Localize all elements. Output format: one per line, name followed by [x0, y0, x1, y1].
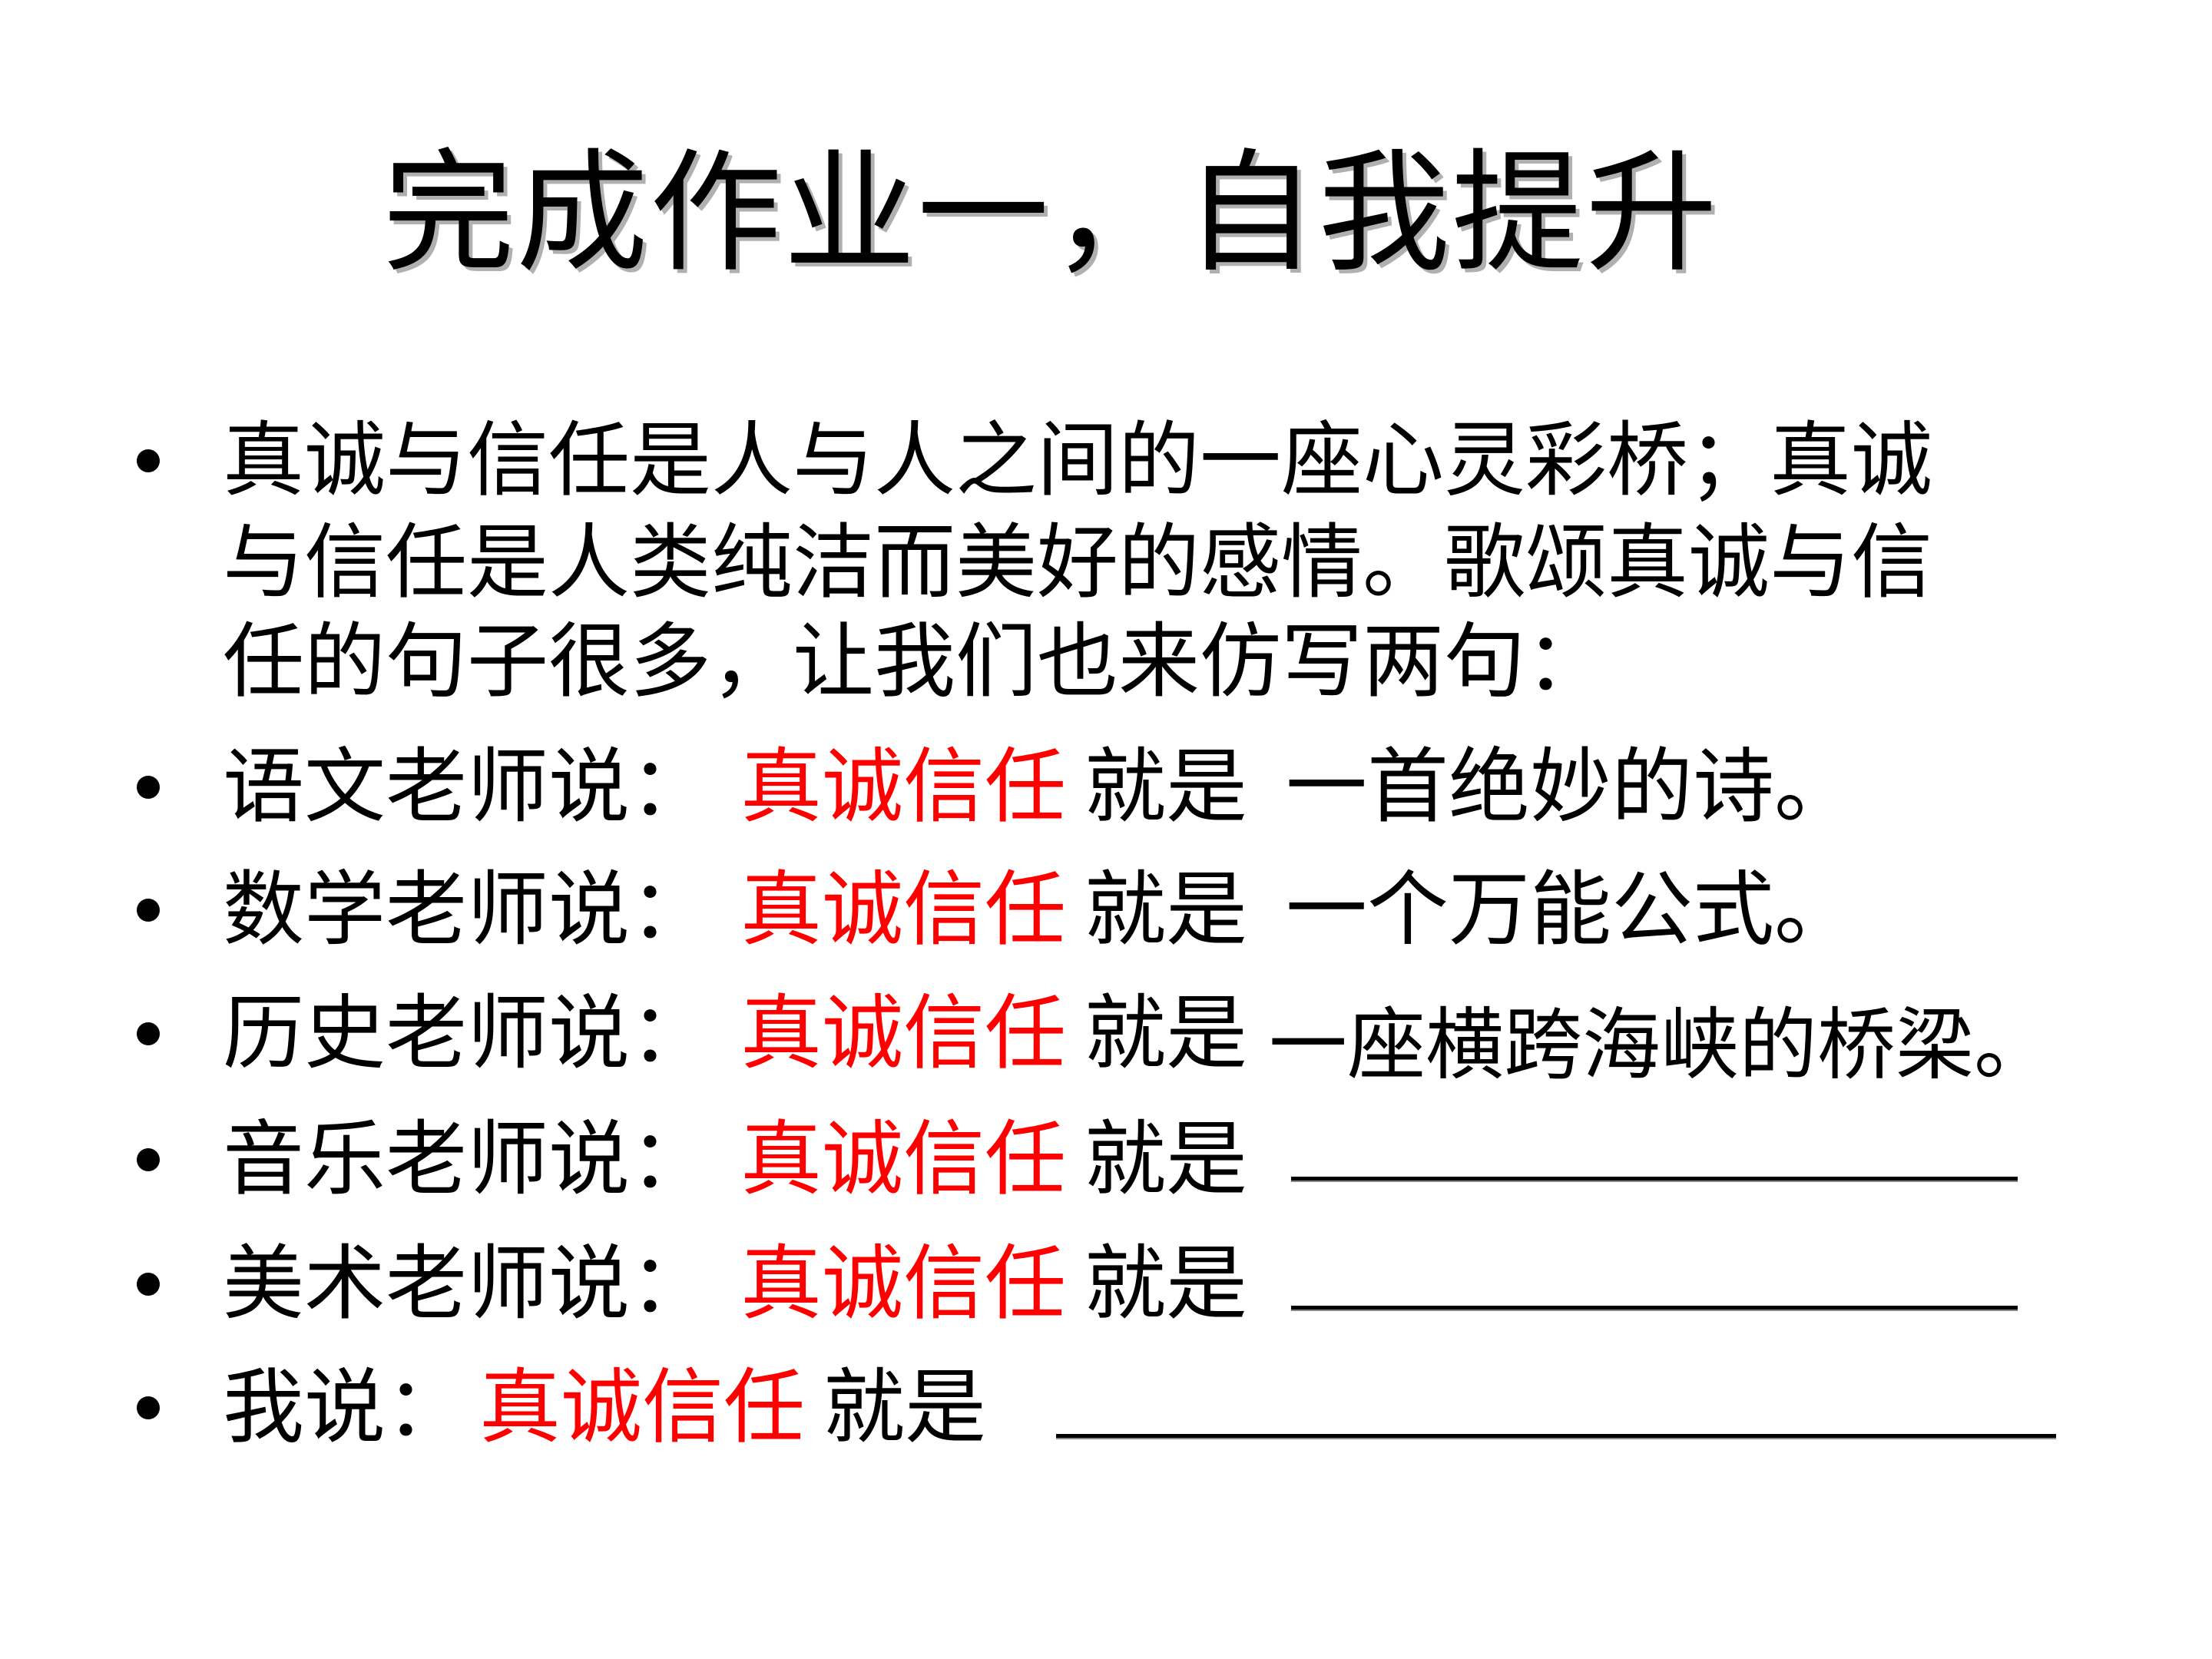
bullet-icon: [137, 1148, 160, 1171]
verb-label: 就是: [823, 1360, 986, 1455]
completion-text: 一首绝妙的诗。: [1286, 740, 1856, 834]
fill-in-blank: [1291, 1177, 2018, 1182]
fill-in-blank: [1056, 1434, 2056, 1439]
bullet-icon: [137, 449, 160, 472]
completion-text: 一个万能公式。: [1286, 863, 1856, 957]
bullet-icon: [137, 1273, 160, 1296]
intro-line-3: 任的句子很多，让我们也来仿写两句：: [223, 614, 1607, 709]
keyword-highlight: 真诚信任: [740, 740, 1066, 834]
speaker-label: 我说：: [223, 1360, 467, 1455]
verb-label: 就是: [1084, 863, 1247, 957]
verb-label: 就是: [1084, 740, 1247, 834]
verb-label: 就是: [1084, 1237, 1247, 1331]
speaker-label: 数学老师说：: [223, 863, 711, 957]
verb-label: 就是: [1084, 1112, 1247, 1207]
verb-label: 就是: [1084, 986, 1247, 1081]
fill-in-blank: [1291, 1306, 2018, 1311]
intro-line-1: 真诚与信任是人与人之间的一座心灵彩桥；真诚: [223, 413, 1932, 508]
speaker-label: 语文老师说：: [223, 740, 711, 834]
keyword-highlight: 真诚信任: [740, 1237, 1066, 1331]
completion-text: 一座横跨海峡的桥梁。: [1269, 1000, 2052, 1091]
bullet-icon: [137, 899, 160, 922]
bullet-icon: [137, 1396, 160, 1419]
bullet-icon: [137, 776, 160, 799]
bullet-icon: [137, 1022, 160, 1045]
keyword-highlight: 真诚信任: [740, 1112, 1066, 1207]
speaker-label: 音乐老师说：: [223, 1112, 711, 1207]
keyword-highlight: 真诚信任: [740, 986, 1066, 1081]
keyword-highlight: 真诚信任: [479, 1360, 805, 1455]
speaker-label: 美术老师说：: [223, 1237, 711, 1331]
slide-title: 完成作业一，自我提升: [382, 136, 1719, 290]
speaker-label: 历史老师说：: [223, 986, 711, 1081]
intro-line-2: 与信任是人类纯洁而美好的感情。歌颂真诚与信: [223, 515, 1932, 610]
keyword-highlight: 真诚信任: [740, 863, 1066, 957]
